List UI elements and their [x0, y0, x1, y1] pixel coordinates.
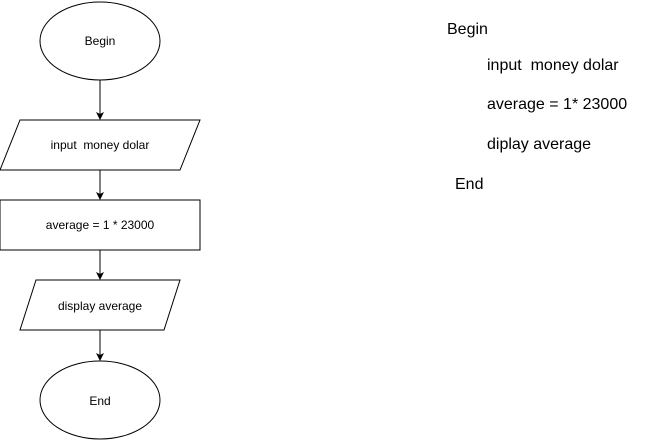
pseudocode-average: average = 1* 23000: [487, 96, 628, 113]
pseudocode-input: input money dolar: [487, 57, 619, 74]
end-ellipse: [39, 360, 161, 440]
output-node: display average: [19, 279, 181, 331]
pseudocode-display: diplay average: [487, 136, 592, 153]
input-parallelogram: [0, 119, 201, 171]
input-node: input money dolar: [0, 119, 201, 171]
process-node: average = 1 * 23000: [0, 199, 201, 251]
start-terminator: Begin: [39, 1, 161, 81]
process-rect: [0, 199, 201, 251]
process-label: average = 1 * 23000: [46, 218, 155, 232]
end-label: End: [89, 394, 110, 408]
output-parallelogram: [19, 279, 181, 331]
end-terminator: End: [39, 360, 161, 440]
input-label: input money dolar: [51, 138, 150, 152]
pseudocode-begin: Begin: [447, 21, 488, 38]
start-label: Begin: [85, 34, 116, 48]
pseudocode-end: End: [455, 176, 484, 193]
output-label: display average: [58, 299, 142, 313]
